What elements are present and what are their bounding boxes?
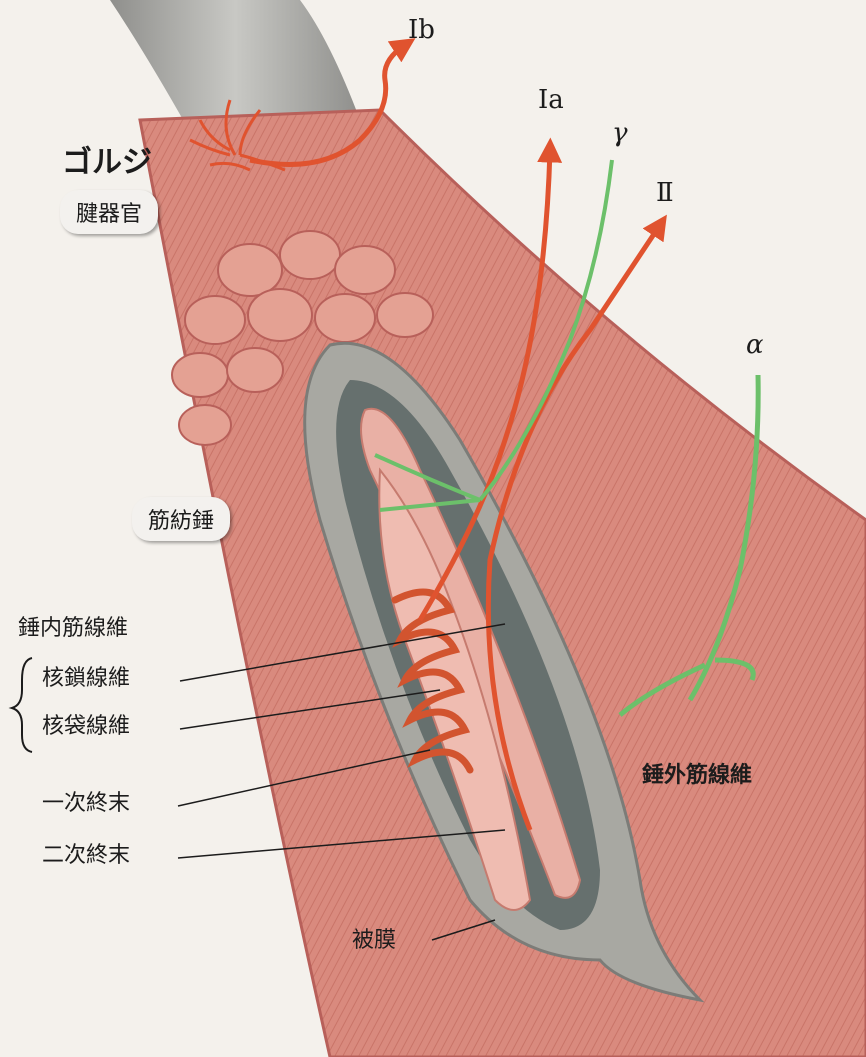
label-ib: Ⅰb	[408, 15, 435, 45]
alpha-fiber	[618, 374, 761, 717]
golgi-branches	[189, 99, 286, 172]
label-gamma: γ	[612, 118, 628, 148]
fiber-brace	[8, 657, 33, 753]
label-capsule: 被膜	[352, 928, 397, 953]
label-tendon-organ: 腱器官	[60, 190, 159, 234]
gamma-fiber	[374, 159, 614, 512]
label-secondary-ending: 二次終末	[42, 843, 131, 868]
primary-ending-spiral	[391, 588, 474, 774]
label-muscle-spindle: 筋紡錘	[132, 497, 231, 541]
label-alpha: α	[746, 330, 764, 360]
label-extrafusal-fibers: 錘外筋線維	[642, 763, 753, 788]
muscle-shading	[138, 108, 866, 1057]
label-nuclear-bag-fiber: 核袋線維	[42, 714, 131, 739]
leader-lines	[177, 623, 506, 941]
ii-fiber	[485, 214, 667, 831]
ia-fiber	[417, 137, 563, 622]
ib-fiber	[249, 38, 416, 167]
label-primary-ending: 一次終末	[42, 791, 131, 816]
label-ii: Ⅱ	[656, 178, 674, 208]
label-intrafusal-fibers: 錘内筋線維	[18, 616, 129, 641]
label-nuclear-chain-fiber: 核鎖線維	[42, 666, 131, 691]
label-golgi: ゴルジ	[62, 145, 152, 180]
label-ia: Ⅰa	[538, 85, 564, 115]
fiber-cross-sections	[171, 230, 434, 446]
